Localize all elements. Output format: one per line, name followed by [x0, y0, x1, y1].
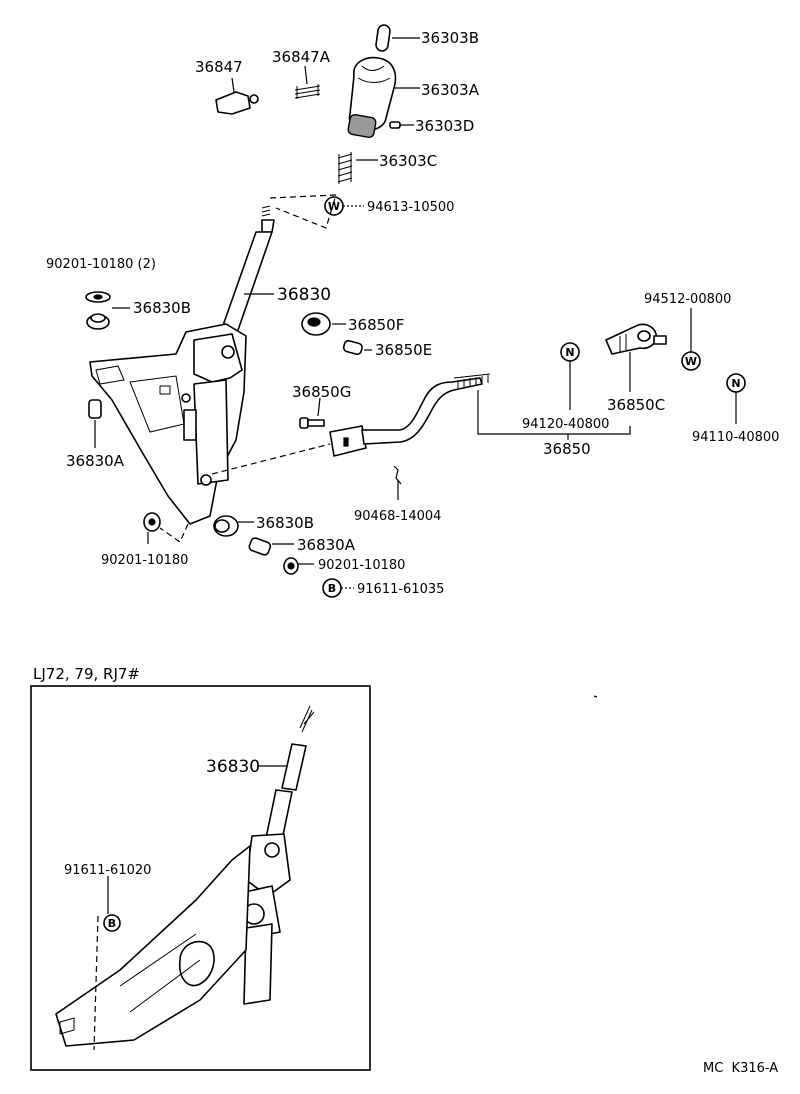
label-36303d: 36303D	[415, 117, 474, 135]
part-90201-washer-pair	[85, 291, 111, 303]
inset-title: LJ72, 79, RJ7#	[33, 665, 140, 683]
label-36850g: 36850G	[292, 383, 351, 401]
diagram-code: MC K316-A	[703, 1061, 778, 1076]
label-90201-10180-bottom: 90201-10180	[318, 558, 405, 573]
stray-mark	[593, 695, 598, 698]
dashed-guide-knob	[269, 194, 337, 229]
dashed-guide-lower	[159, 523, 189, 543]
part-36830b-bushing-bottom	[213, 515, 254, 537]
part-94512-washer: W	[681, 308, 701, 371]
inset-lever-assembly	[55, 705, 315, 1047]
label-36847: 36847	[195, 58, 243, 76]
part-36830a-bushing-bottom	[248, 537, 294, 556]
label-36303c: 36303C	[379, 152, 437, 170]
bolt-symbol-letter: B	[328, 582, 336, 595]
part-shift-bracket	[89, 323, 247, 525]
label-36850c: 36850C	[607, 396, 665, 414]
label-90468-14004: 90468-14004	[354, 509, 441, 524]
inset-part-91611-bolt: B	[93, 876, 121, 1051]
part-91611-bolt: B	[322, 578, 354, 598]
label-36850: 36850	[543, 440, 591, 458]
part-36850-rod	[329, 373, 491, 457]
part-90201-washer-bottom	[283, 557, 314, 575]
label-36303b: 36303B	[421, 29, 479, 47]
part-36847a-spring	[294, 65, 321, 99]
inset-label-36830: 36830	[206, 757, 260, 777]
part-36830b-bushing-top	[86, 307, 130, 330]
label-36830: 36830	[277, 285, 331, 305]
label-90201-10180-left: 90201-10180	[101, 553, 188, 568]
washer-symbol-letter-2: W	[685, 355, 697, 368]
part-36303a-knob	[347, 56, 420, 139]
part-94110-nut: N	[726, 373, 746, 424]
label-36847a: 36847A	[272, 48, 331, 66]
inset-bolt-symbol-letter: B	[108, 917, 116, 930]
part-36850c-end	[605, 323, 667, 392]
label-36303a: 36303A	[421, 81, 480, 99]
nut-symbol-letter-2: N	[731, 377, 740, 390]
part-36847-switch	[215, 77, 259, 115]
inset-label-91611-61020: 91611-61020	[64, 863, 151, 878]
callout-36850-group	[477, 390, 631, 440]
part-36303c-spring	[337, 152, 378, 184]
part-36850e-sleeve	[342, 339, 372, 356]
part-36850g-bolt	[299, 397, 325, 429]
part-90468-clip	[393, 465, 402, 500]
inset-bolt-symbol-icon	[103, 914, 121, 932]
part-90201-washer-left	[143, 512, 161, 544]
inset-frame	[30, 685, 371, 1071]
label-91611-61035: 91611-61035	[357, 582, 444, 597]
part-94613-washer: W	[324, 196, 364, 216]
part-36830a-bushing-left	[88, 399, 102, 448]
nut-symbol-letter: N	[565, 346, 574, 359]
dashed-guide-rod	[211, 443, 331, 475]
label-94512-00800: 94512-00800	[644, 292, 731, 307]
label-94613-10500: 94613-10500	[367, 200, 454, 215]
label-36830b-top: 36830B	[133, 299, 191, 317]
label-90201-10180-2: 90201-10180 (2)	[46, 257, 156, 272]
part-36303b-pin	[375, 24, 420, 52]
label-94110-40800: 94110-40800	[692, 430, 779, 445]
part-36830-lever	[219, 205, 275, 337]
part-36850f-bushing	[301, 312, 346, 336]
label-36830b-bottom: 36830B	[256, 514, 314, 532]
label-36830a-bottom: 36830A	[297, 536, 356, 554]
label-94120-40800: 94120-40800	[522, 417, 609, 432]
label-36850f: 36850F	[348, 316, 404, 334]
washer-symbol-icon-2	[681, 351, 701, 371]
label-36830a-left: 36830A	[66, 452, 125, 470]
part-36303d-screw	[389, 121, 414, 129]
part-94120-nut: N	[560, 342, 580, 410]
label-36850e: 36850E	[375, 341, 432, 359]
